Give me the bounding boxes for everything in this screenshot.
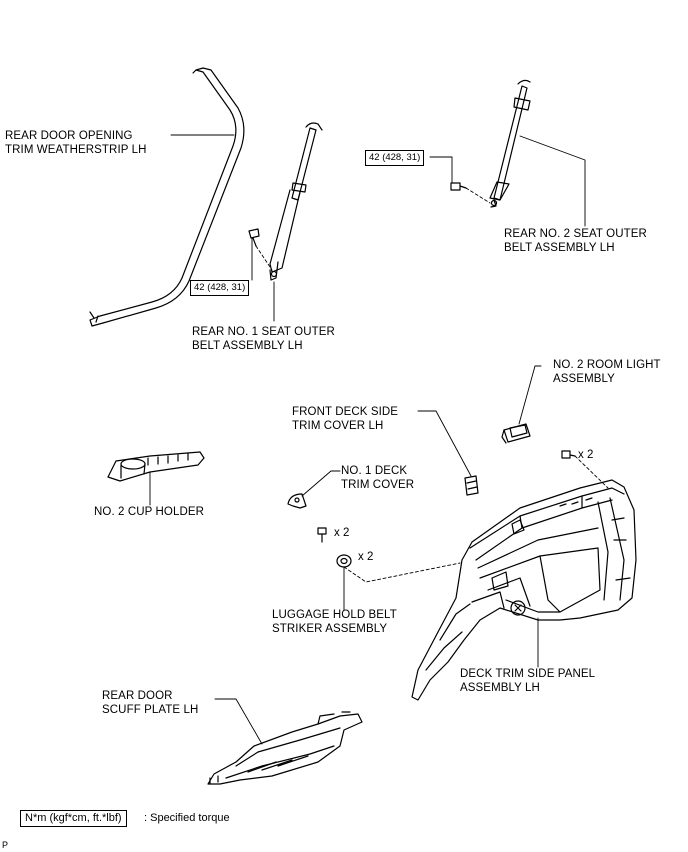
deck-trim-cover-leader: [301, 470, 341, 497]
bolt-1: [248, 228, 260, 247]
side-panel-part: [411, 479, 637, 701]
room-light-leader: [518, 365, 542, 425]
torque2-leader: [429, 156, 453, 184]
figure-code: P: [2, 840, 9, 850]
front-deck-cover-leader: [417, 410, 472, 477]
legend-torque-meaning: : Specified torque: [144, 812, 230, 824]
front-deck-cover-part: [464, 475, 479, 496]
bolt-2: [450, 182, 467, 191]
torque-value-belt2: 42 (428, 31): [365, 150, 425, 166]
label-cup-holder: NO. 2 CUP HOLDER: [94, 506, 205, 518]
seat-belt-1-part: [269, 122, 323, 281]
clip-bolt: [317, 527, 327, 543]
quantity-room-light-screw: x 2: [578, 449, 594, 461]
scuff-plate-leader: [214, 698, 263, 745]
room-light-screw: [561, 450, 576, 459]
room-light-part: [501, 423, 531, 444]
weatherstrip-part: [89, 67, 245, 327]
quantity-striker-nut: x 2: [358, 551, 374, 563]
scuff-plate-part: [207, 711, 363, 785]
cup-holder-part: [107, 451, 205, 482]
deck-trim-cover-part: [287, 493, 307, 509]
belt2-leader: [519, 135, 586, 227]
quantity-clip-bolt: x 2: [334, 527, 350, 539]
legend-torque-units: N*m (kgf*cm, ft.*lbf): [20, 810, 127, 827]
seat-belt-2-part: [489, 79, 531, 208]
torque-value-belt1: 42 (428, 31): [190, 280, 250, 296]
striker-part: [336, 554, 352, 568]
